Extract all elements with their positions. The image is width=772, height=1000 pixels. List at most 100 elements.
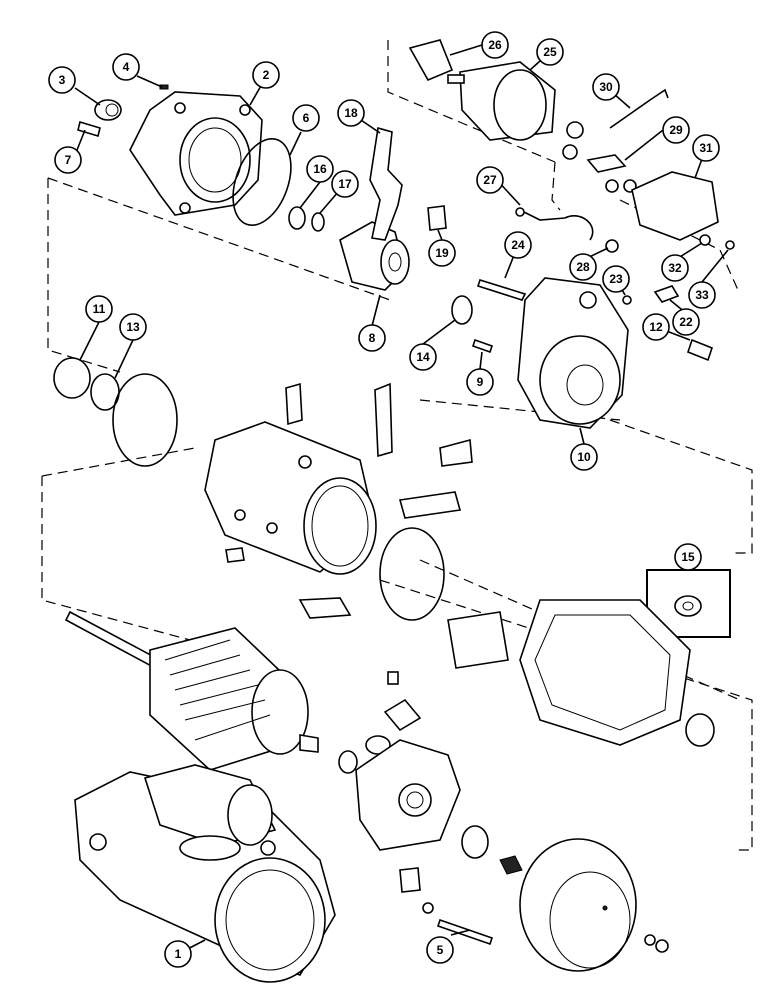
callout-9: 9	[466, 368, 494, 396]
callout-12: 12	[642, 313, 670, 341]
callout-22: 22	[672, 308, 700, 336]
lever-part-30	[609, 88, 669, 129]
svg-text:23: 23	[609, 272, 623, 286]
callout-2: 2	[252, 61, 280, 89]
commutator-end-frame-part-10	[517, 277, 629, 429]
callout-32: 32	[661, 254, 689, 282]
plate-part-19	[427, 205, 447, 231]
washer-small-left	[338, 750, 358, 774]
bracket-part-5-area	[399, 867, 421, 893]
bushing-end-housing	[461, 825, 489, 859]
svg-text:27: 27	[483, 173, 497, 187]
nut-end-housing	[499, 855, 523, 875]
svg-text:15: 15	[681, 550, 695, 564]
svg-text:22: 22	[679, 315, 693, 329]
washer-nut-bottom-right	[644, 934, 669, 953]
callout-7: 7	[54, 146, 82, 174]
svg-text:7: 7	[65, 153, 72, 167]
svg-text:8: 8	[369, 331, 376, 345]
field-frame-fasteners-center	[374, 382, 393, 458]
svg-text:25: 25	[543, 45, 557, 59]
bracket-part-29	[586, 154, 627, 173]
callout-18: 18	[337, 99, 365, 127]
brush-spring-part-12	[687, 338, 713, 362]
callout-8: 8	[358, 324, 386, 352]
svg-text:3: 3	[59, 73, 66, 87]
callout-11: 11	[85, 295, 113, 323]
upper-group-outline	[47, 177, 753, 554]
field-frame	[204, 421, 377, 575]
washer-part-14	[451, 295, 473, 325]
callout-31: 31	[692, 134, 720, 162]
svg-text:9: 9	[477, 375, 484, 389]
svg-text:33: 33	[695, 288, 709, 302]
washer-part-23	[622, 295, 632, 305]
svg-text:1: 1	[175, 947, 182, 961]
washer-part-16	[288, 206, 306, 230]
boot-part-26	[408, 39, 454, 82]
svg-text:5: 5	[437, 943, 444, 957]
nut-part-28	[605, 239, 619, 253]
armature	[64, 610, 319, 771]
callout-13: 13	[119, 313, 147, 341]
field-coils	[519, 599, 691, 746]
callout-16: 16	[306, 155, 334, 183]
callout-15: 15	[674, 543, 702, 571]
callout-17: 17	[331, 170, 359, 198]
snap-ring-part-17	[311, 212, 325, 232]
connector-part-27	[515, 207, 594, 241]
screw-part-9	[471, 338, 494, 354]
callout-33: 33	[688, 281, 716, 309]
bolt-part-24	[476, 279, 527, 301]
svg-text:10: 10	[577, 450, 591, 464]
svg-text:2: 2	[263, 68, 270, 82]
insulator-strip	[398, 491, 462, 519]
callout-6: 6	[292, 104, 320, 132]
svg-text:4: 4	[123, 60, 130, 74]
callout-24: 24	[504, 231, 532, 259]
bushing-part-3	[94, 99, 122, 121]
callout-25: 25	[536, 38, 564, 66]
end-cap	[519, 838, 637, 972]
screw-brush-holder	[387, 671, 399, 685]
svg-text:32: 32	[668, 261, 682, 275]
svg-text:19: 19	[435, 246, 449, 260]
svg-text:12: 12	[649, 320, 663, 334]
cover-part-31	[631, 171, 719, 241]
solenoid-part-25	[447, 61, 584, 160]
callout-10: 10	[570, 443, 598, 471]
callout-1: 1	[164, 940, 192, 968]
nut-part-33	[725, 240, 735, 250]
callout-4: 4	[112, 53, 140, 81]
washer-detail-hole	[682, 601, 694, 611]
callout-30: 30	[592, 73, 620, 101]
screw-lower-field-frame	[225, 547, 245, 563]
pin-part-4	[159, 84, 169, 90]
terminal-bracket	[439, 438, 473, 467]
nuts-near-solenoid	[605, 179, 637, 193]
drive-pinion-part-8	[339, 221, 410, 291]
terminal-part-22	[653, 285, 680, 303]
brush-plate	[447, 611, 509, 669]
svg-text:24: 24	[511, 238, 525, 252]
svg-text:17: 17	[338, 177, 352, 191]
svg-text:26: 26	[488, 38, 502, 52]
shift-lever-part-18	[369, 126, 403, 241]
leader-lines	[74, 44, 729, 955]
brush-holder-top	[383, 698, 422, 732]
starter-motor-assembly-part-1	[74, 764, 336, 983]
washer-part-32	[699, 234, 711, 246]
svg-text:6: 6	[303, 111, 310, 125]
svg-text:16: 16	[313, 162, 327, 176]
drive-end-housing	[129, 91, 263, 216]
callout-26: 26	[481, 31, 509, 59]
callout-5: 5	[426, 936, 454, 964]
svg-text:29: 29	[669, 123, 683, 137]
callout-28: 28	[569, 253, 597, 281]
callout-29: 29	[662, 116, 690, 144]
bushing-part-11	[53, 357, 91, 399]
callout-23: 23	[602, 265, 630, 293]
field-frame-fasteners-left	[285, 382, 303, 426]
